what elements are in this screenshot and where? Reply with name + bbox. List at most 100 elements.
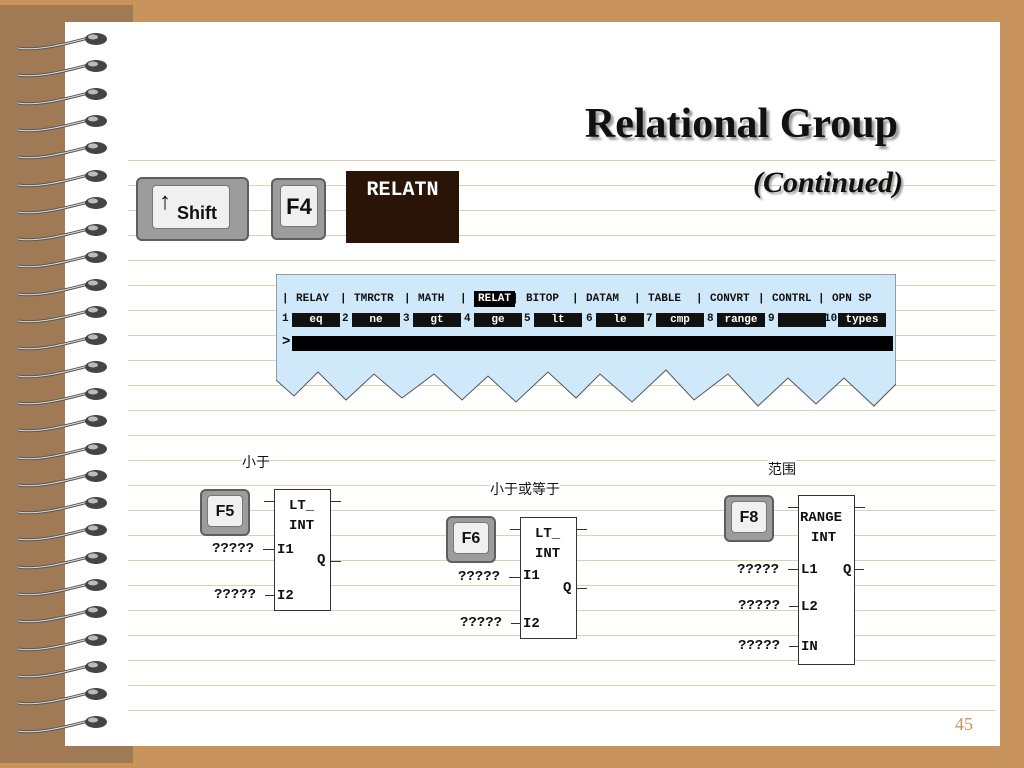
spiral-ring (17, 442, 107, 460)
range-l2: L2 (801, 599, 818, 615)
menu-separator: | (818, 293, 825, 305)
le-type: INT (535, 546, 561, 562)
menu-item-math[interactable]: MATH (418, 293, 445, 305)
range-in-placeholder[interactable]: ????? (738, 638, 781, 654)
menu-item-bitop[interactable]: BITOP (526, 293, 560, 305)
function-key-lt[interactable]: lt (534, 313, 582, 327)
lt-in1-placeholder[interactable]: ????? (212, 541, 255, 557)
prompt-symbol: > (282, 334, 291, 350)
lt-title: LT_ (289, 498, 315, 514)
le-in1: I1 (523, 568, 540, 584)
f8-key-label: F8 (731, 501, 767, 533)
command-line[interactable] (292, 336, 893, 351)
shift-key-label: Shift (177, 203, 217, 223)
spiral-ring (17, 114, 107, 133)
menu-item-opn-sp[interactable]: OPN SP (832, 293, 872, 305)
function-number-9: 9 (768, 313, 775, 325)
function-key-range[interactable]: range (717, 313, 765, 327)
le-in2-placeholder[interactable]: ????? (460, 615, 503, 631)
range-l1-placeholder[interactable]: ????? (737, 562, 780, 578)
menu-separator: | (340, 293, 347, 305)
range-out: Q (843, 562, 852, 578)
function-key-le[interactable]: le (596, 313, 644, 327)
up-arrow-icon: ↑ (159, 188, 171, 215)
function-key-types[interactable]: types (838, 313, 886, 327)
f8-key[interactable]: F8 (724, 495, 774, 542)
spiral-ring (17, 306, 107, 324)
spiral-ring (17, 333, 107, 351)
spiral-ring (17, 633, 107, 651)
function-key-cmp[interactable]: cmp (656, 313, 704, 327)
f6-key[interactable]: F6 (446, 516, 496, 563)
function-number-4: 4 (464, 313, 471, 325)
f5-key[interactable]: F5 (200, 489, 250, 536)
function-number-3: 3 (403, 313, 410, 325)
function-key-blank[interactable] (778, 313, 826, 327)
menu-item-datam[interactable]: DATAM (586, 293, 620, 305)
menu-separator: | (282, 293, 289, 305)
menu-item-relat[interactable]: RELAT (474, 291, 516, 307)
page-title: Relational Group (584, 101, 898, 147)
page-subtitle: (Continued) (752, 166, 903, 199)
menu-item-tmrctr[interactable]: TMRCTR (354, 293, 394, 305)
spiral-ring (17, 606, 107, 624)
lt-in2-placeholder[interactable]: ????? (214, 587, 257, 603)
function-number-5: 5 (524, 313, 531, 325)
menu-separator: | (696, 293, 703, 305)
lt-int-block: LT_ INT I1 Q I2 (274, 489, 331, 611)
menu-item-relay[interactable]: RELAY (296, 293, 330, 305)
le-in1-placeholder[interactable]: ????? (458, 569, 501, 585)
f4-key[interactable]: F4 (271, 178, 326, 240)
menu-separator: | (404, 293, 411, 305)
spiral-ring (17, 169, 107, 187)
spiral-ring (17, 660, 107, 679)
le-in2: I2 (523, 616, 540, 632)
relatn-banner: RELATN (346, 171, 459, 243)
function-number-1: 1 (282, 313, 289, 325)
spiral-ring (17, 142, 107, 160)
f4-key-label: F4 (280, 185, 318, 227)
page-number: 45 (955, 714, 973, 734)
function-number-6: 6 (586, 313, 593, 325)
function-number-10: 10 (824, 313, 838, 325)
lt-out: Q (317, 552, 326, 568)
range-type: INT (811, 530, 837, 546)
lt-in1: I1 (277, 542, 294, 558)
spiral-ring (17, 224, 107, 242)
spiral-ring (17, 688, 107, 706)
f6-key-label: F6 (453, 522, 489, 554)
spiral-ring (17, 251, 107, 269)
range-title: RANGE (800, 510, 843, 526)
range-l1: L1 (801, 562, 818, 578)
spiral-ring (17, 524, 107, 542)
menu-separator: | (758, 293, 765, 305)
function-key-eq[interactable]: eq (292, 313, 340, 327)
function-key-ge[interactable]: ge (474, 313, 522, 327)
function-key-gt[interactable]: gt (413, 313, 461, 327)
function-number-2: 2 (342, 313, 349, 325)
f5-key-label: F5 (207, 495, 243, 527)
range-int-block: RANGE INT L1 Q L2 IN (798, 495, 855, 665)
menu-item-convrt[interactable]: CONVRT (710, 293, 750, 305)
function-number-7: 7 (646, 313, 653, 325)
spiral-ring (17, 387, 107, 406)
shift-key[interactable]: ↑ Shift (136, 177, 249, 241)
menu-item-contrl[interactable]: CONTRL (772, 293, 812, 305)
menu-separator: | (512, 293, 519, 305)
le-out: Q (563, 580, 572, 596)
lt-in2: I2 (277, 588, 294, 604)
menu-separator: | (572, 293, 579, 305)
menu-separator: | (634, 293, 641, 305)
spiral-ring (17, 60, 107, 78)
function-key-ne[interactable]: ne (352, 313, 400, 327)
le-title: LT_ (535, 526, 561, 542)
spiral-ring (17, 715, 107, 733)
spiral-ring (17, 579, 107, 597)
spiral-ring (17, 87, 107, 105)
le-caption: 小于或等于 (490, 479, 560, 499)
lt-caption: 小于 (242, 452, 270, 472)
spiral-ring (17, 551, 107, 569)
lt-type: INT (289, 518, 315, 534)
range-l2-placeholder[interactable]: ????? (738, 598, 781, 614)
menu-item-table[interactable]: TABLE (648, 293, 682, 305)
